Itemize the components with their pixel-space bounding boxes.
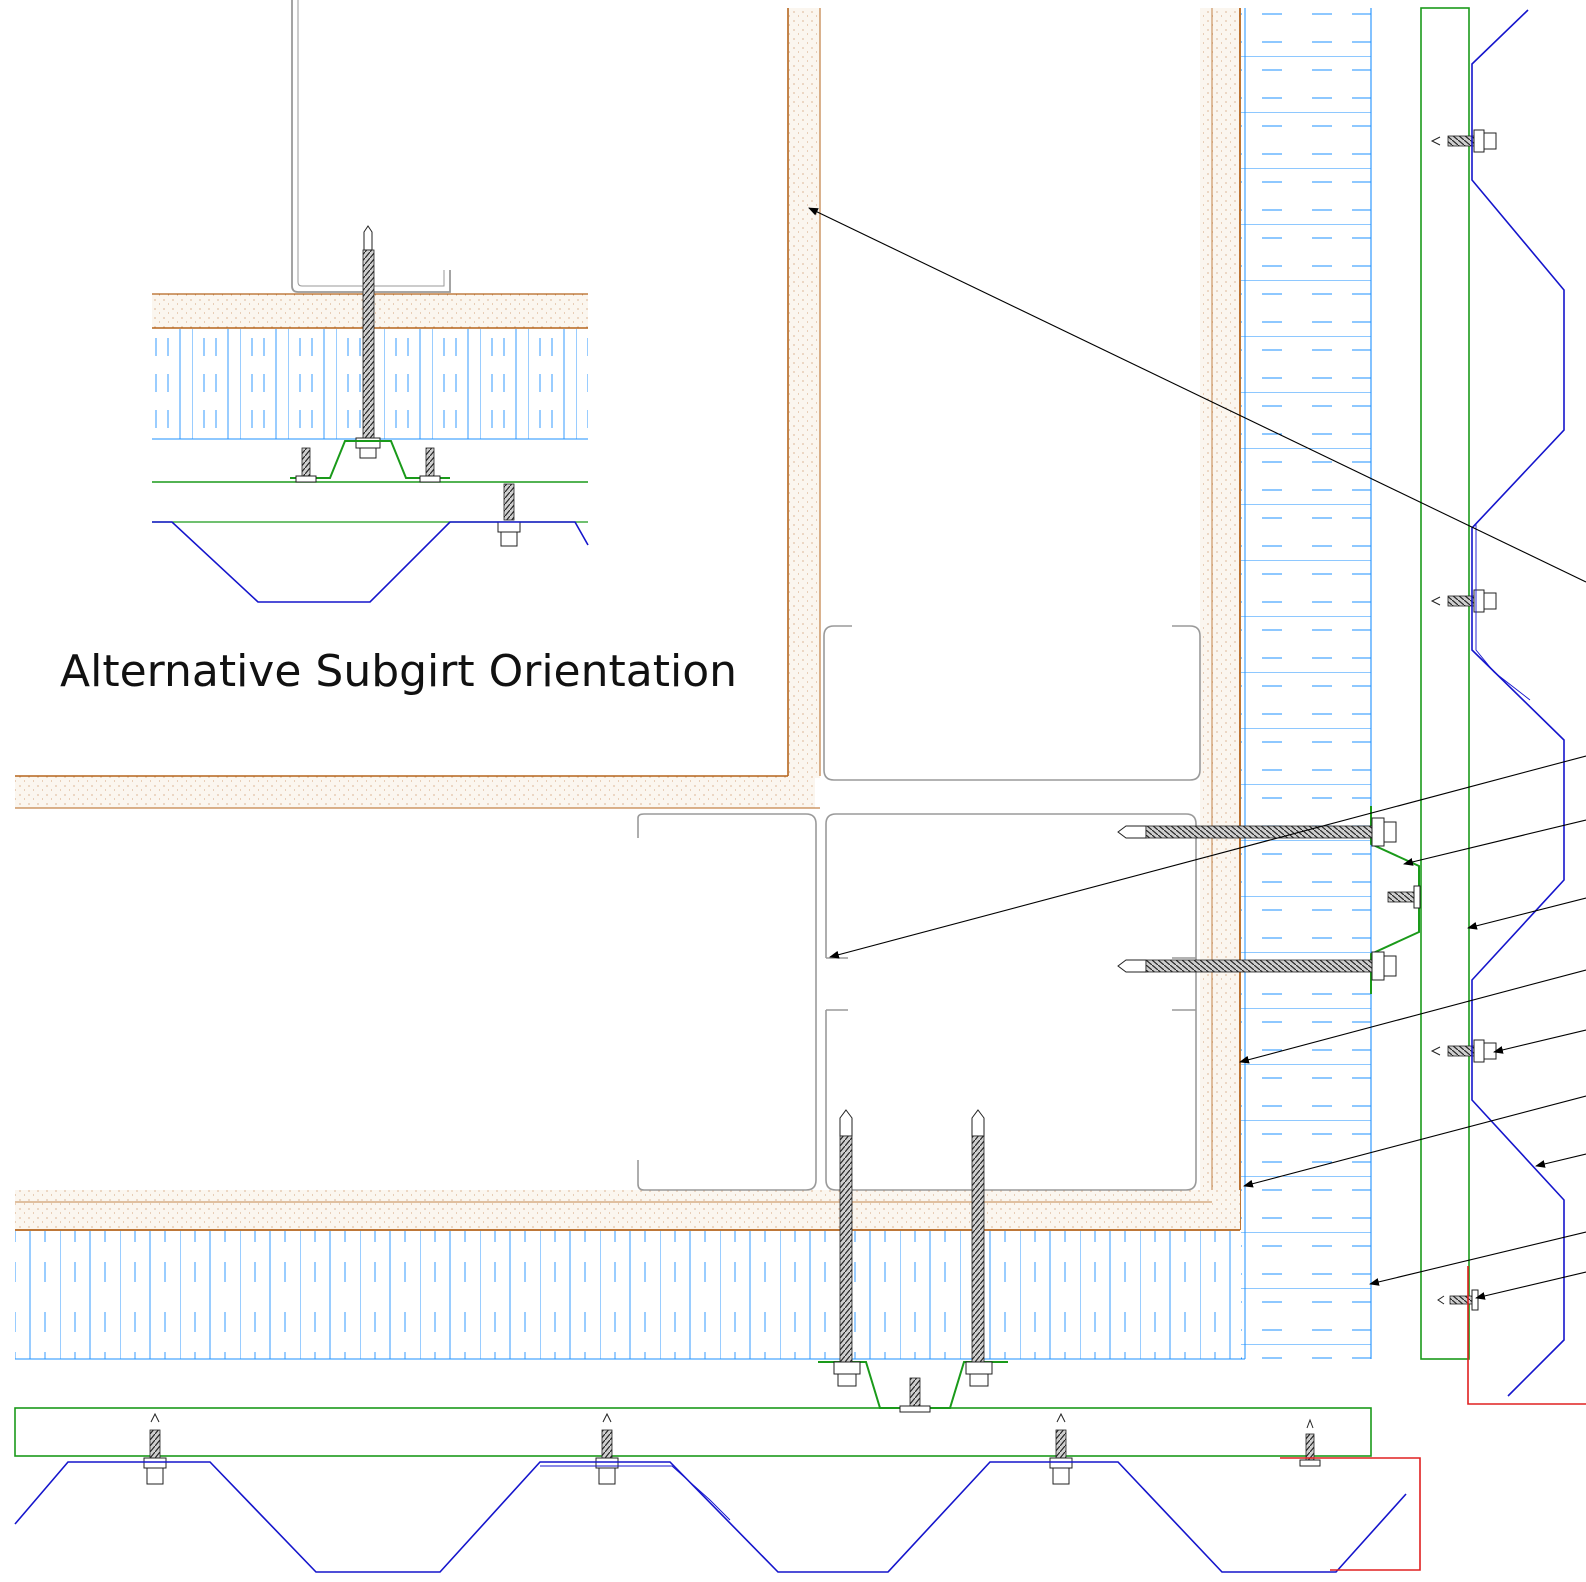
interior-sheathing-vertical xyxy=(788,8,820,778)
bottom-insulation xyxy=(15,1231,1245,1359)
self-drilling-screw-icon xyxy=(419,447,441,483)
leader-arrow-icon xyxy=(808,207,1586,583)
exterior-sheathing-horizontal xyxy=(15,1190,1240,1230)
self-drilling-screw-icon xyxy=(295,447,317,483)
inset-detail xyxy=(152,0,589,603)
self-drilling-screw-icon xyxy=(143,1412,167,1485)
self-drilling-screw-icon xyxy=(355,225,381,459)
inset-metal-panel xyxy=(152,521,589,603)
exterior-sheathing-vertical xyxy=(1200,8,1240,1230)
leader-arrow-icon xyxy=(1403,819,1586,866)
leader-arrow-icon xyxy=(1493,1029,1586,1054)
self-drilling-screw-icon xyxy=(833,1109,861,1387)
leader-arrow-icon xyxy=(1467,897,1586,930)
right-girt-band xyxy=(1420,7,1470,1360)
leader-arrow-icon xyxy=(1239,969,1586,1064)
self-drilling-screw-icon xyxy=(1117,817,1397,847)
inset-c-stud xyxy=(291,0,451,293)
bottom-metal-panel xyxy=(14,1461,1407,1573)
corner-trim-flashing xyxy=(1280,1266,1586,1571)
leader-arrow-icon xyxy=(1475,1271,1586,1300)
self-drilling-screw-icon xyxy=(1430,129,1497,153)
self-drilling-screw-icon xyxy=(1437,1289,1479,1311)
self-drilling-screw-icon xyxy=(595,1412,619,1485)
leader-arrow-icon xyxy=(1243,1095,1586,1188)
leader-lines xyxy=(808,207,1586,1300)
leader-arrow-icon xyxy=(1369,1231,1586,1286)
main-corner-assembly xyxy=(14,7,1586,1573)
right-panel-fasteners xyxy=(1430,129,1497,1311)
inset-hat-subgirt xyxy=(290,440,450,479)
self-drilling-screw-icon xyxy=(1430,1039,1497,1063)
self-drilling-screw-icon xyxy=(1430,589,1497,613)
leader-arrow-icon xyxy=(1535,1153,1586,1168)
self-drilling-screw-icon xyxy=(965,1109,993,1387)
leader-arrow-icon xyxy=(829,755,1586,959)
self-drilling-screw-icon xyxy=(1117,951,1397,981)
bottom-panel-fasteners xyxy=(143,1412,1321,1485)
detail-caption: Alternative Subgirt Orientation xyxy=(60,646,738,697)
interior-sheathing-horizontal xyxy=(15,776,815,808)
self-drilling-screw-icon xyxy=(1299,1418,1321,1467)
self-drilling-screw-icon xyxy=(497,483,521,547)
right-metal-panel xyxy=(1471,9,1565,1397)
corner-c-studs xyxy=(637,625,1201,1191)
self-drilling-screw-icon xyxy=(1387,885,1421,909)
right-insulation xyxy=(1241,8,1371,1359)
self-drilling-screw-icon xyxy=(899,1377,931,1413)
self-drilling-screw-icon xyxy=(1049,1412,1073,1485)
bottom-girt-band xyxy=(14,1407,1372,1457)
